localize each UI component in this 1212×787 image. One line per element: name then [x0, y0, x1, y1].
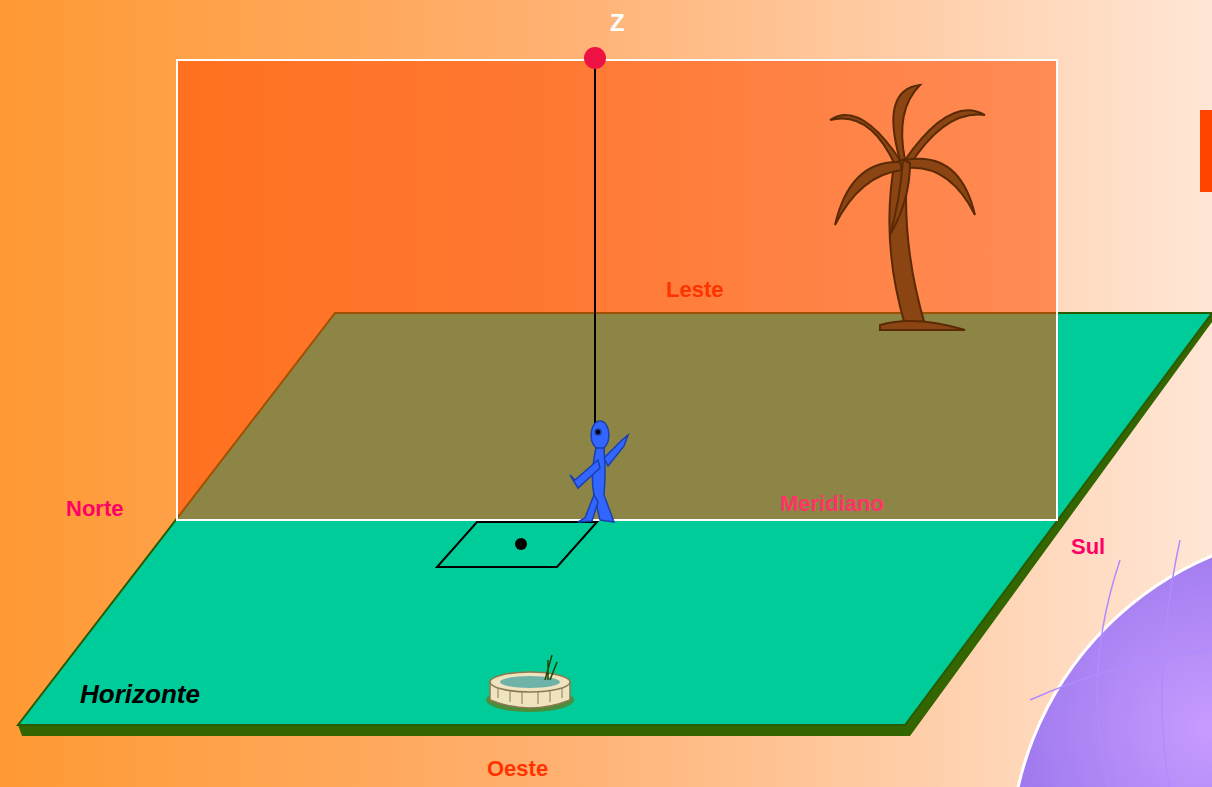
- zenith-line: [594, 60, 596, 430]
- direction-label: Sul: [1071, 535, 1105, 559]
- zenith-label: Z: [610, 10, 625, 36]
- direction-label: Leste: [666, 278, 723, 302]
- horizon-label: Horizonte: [80, 680, 200, 709]
- zenith-dot: [584, 47, 606, 69]
- corner-tab: [1200, 110, 1212, 192]
- observer-square: [437, 522, 597, 567]
- water-well: [486, 655, 574, 712]
- palm-tree: [830, 85, 985, 330]
- meridian-label: Meridiano: [780, 492, 884, 516]
- meridian-plane: [177, 60, 1057, 520]
- direction-label: Norte: [66, 497, 123, 521]
- observer-point: [515, 538, 527, 550]
- globe: [1010, 530, 1212, 787]
- observer-figure: [570, 421, 628, 522]
- globe-grid: [1030, 540, 1212, 787]
- meridian-line: [177, 519, 1057, 521]
- direction-label: Oeste: [487, 757, 548, 781]
